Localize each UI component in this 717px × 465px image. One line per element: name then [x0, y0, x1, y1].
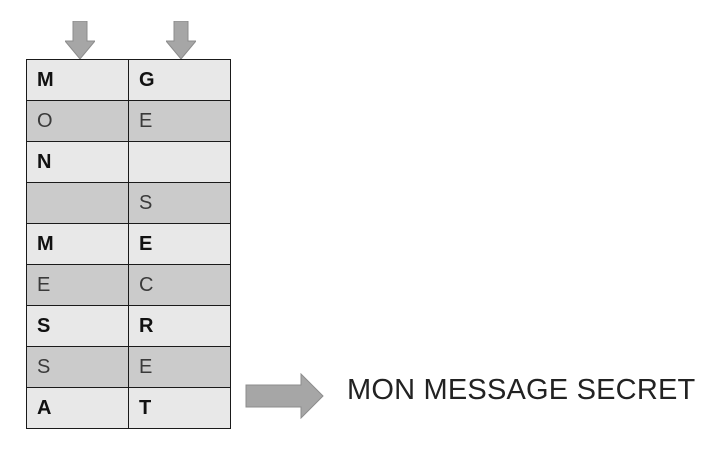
arrow-down-icon [166, 21, 196, 60]
grid-cell-left [26, 182, 129, 224]
grid-cell-right: T [128, 387, 231, 429]
arrow-down-icon [65, 21, 95, 60]
grid-cell-right: E [128, 223, 231, 265]
grid-cell-left: M [26, 223, 129, 265]
grid-cell-right: E [128, 346, 231, 388]
grid-cell-left: A [26, 387, 129, 429]
grid-cell-right: R [128, 305, 231, 347]
grid-cell-left: O [26, 100, 129, 142]
grid-cell-right: S [128, 182, 231, 224]
grid-cell-right [128, 141, 231, 183]
grid-cell-right: E [128, 100, 231, 142]
grid-cell-left: M [26, 59, 129, 101]
decoded-message: MON MESSAGE SECRET [347, 374, 696, 406]
grid-cell-right: G [128, 59, 231, 101]
arrow-right-icon [245, 373, 324, 419]
grid-row: N [26, 141, 231, 183]
grid-row: S [26, 182, 231, 224]
grid-cell-left: E [26, 264, 129, 306]
grid-cell-left: N [26, 141, 129, 183]
grid-cell-left: S [26, 305, 129, 347]
grid-cell-left: S [26, 346, 129, 388]
grid-cell-right: C [128, 264, 231, 306]
